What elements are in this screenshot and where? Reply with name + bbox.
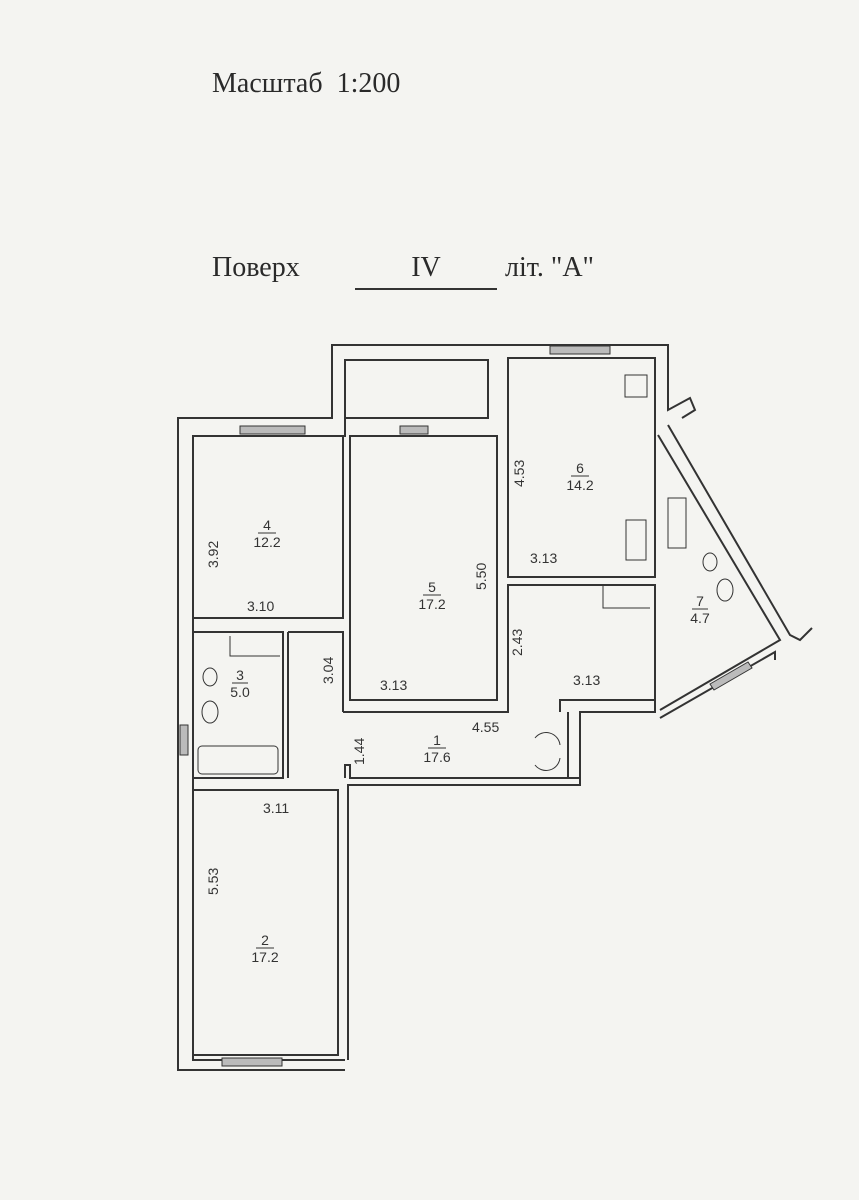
- scale-value: 1:200: [336, 68, 401, 99]
- room-3-number: 3: [236, 667, 244, 683]
- scale-caption: Масштаб 1:200: [212, 68, 400, 100]
- toilet-icon: [202, 667, 218, 687]
- shaft-icon: [229, 636, 280, 657]
- door-swing-icon: [534, 732, 561, 771]
- walls: [177, 344, 813, 1071]
- window-icon: [709, 661, 753, 691]
- hall-outline: [507, 584, 656, 700]
- window-icon: [549, 345, 611, 355]
- washbasin-icon: [201, 700, 219, 724]
- room-3-outline: [192, 631, 284, 779]
- dim-room6-width: 3.13: [530, 550, 557, 566]
- room-7-lower: [659, 650, 776, 719]
- sink-icon: [625, 519, 647, 561]
- room-5-area: 17.2: [418, 596, 445, 612]
- dim-room2-width: 3.11: [263, 800, 289, 816]
- dim-room6-height: 4.53: [511, 460, 527, 487]
- window-icon: [179, 724, 189, 756]
- dim-room4-width: 3.10: [247, 598, 274, 614]
- room-2-area: 17.2: [251, 949, 278, 965]
- room-6-number: 6: [576, 460, 584, 476]
- stove-icon: [624, 374, 648, 398]
- room-4-number: 4: [263, 517, 271, 533]
- dim-hall-width: 3.13: [573, 672, 600, 688]
- fixtures: [197, 374, 734, 775]
- room-4-outline: [192, 435, 344, 619]
- inner-wall: [192, 359, 489, 1061]
- dim-hall-height: 2.43: [509, 629, 525, 656]
- window-icon: [221, 1057, 283, 1067]
- room-7-number: 7: [696, 593, 704, 609]
- letter-label: літ. "A": [505, 252, 594, 283]
- windows: [179, 345, 753, 1067]
- dim-room4-height: 3.92: [205, 541, 221, 568]
- room-1-area: 17.6: [423, 749, 450, 765]
- shaft-icon: [602, 585, 650, 609]
- room-3-area: 5.0: [230, 684, 250, 700]
- dim-room5-height: 5.50: [473, 563, 489, 590]
- room-5-outline: [349, 435, 498, 701]
- room-1-number: 1: [433, 732, 441, 748]
- shaft-icon: [667, 497, 687, 549]
- room-7-area: 4.7: [690, 610, 710, 626]
- dim-room1-width: 4.55: [472, 719, 499, 735]
- dim-room1-height: 1.44: [351, 738, 367, 765]
- room-2-number: 2: [261, 932, 269, 948]
- room-2-outline: [192, 789, 339, 1056]
- room-6-outline: [507, 357, 656, 578]
- room-1-top: [343, 700, 509, 713]
- entry-wall: [559, 699, 656, 785]
- room-4-area: 12.2: [253, 534, 280, 550]
- dimension-labels: 3.92 3.10 5.50 3.13 4.53 3.13 2.43 3.13 …: [205, 460, 600, 895]
- outer-wall: [177, 344, 697, 1071]
- floor-value: IV: [355, 252, 497, 290]
- room-7-outer: [667, 424, 813, 642]
- window-icon: [399, 425, 429, 435]
- room-1-bottom: [344, 764, 581, 1060]
- scale-label: Масштаб: [212, 68, 323, 99]
- toilet-icon: [702, 552, 718, 572]
- floor-label: Поверх: [212, 252, 300, 283]
- room-6-area: 14.2: [566, 477, 593, 493]
- room-labels: 1 17.6 2 17.2 3 5.0 4 12.2 5 17.2 6 14.2…: [230, 460, 710, 965]
- washbasin-icon: [716, 578, 734, 602]
- room-7-outline: [657, 434, 782, 711]
- corridor-outline: [288, 631, 344, 712]
- dim-corridor-height: 3.04: [320, 657, 336, 684]
- room-5-number: 5: [428, 579, 436, 595]
- window-icon: [239, 425, 306, 435]
- bathtub-icon: [197, 745, 279, 775]
- dim-room2-height: 5.53: [205, 868, 221, 895]
- dim-room5-width: 3.13: [380, 677, 407, 693]
